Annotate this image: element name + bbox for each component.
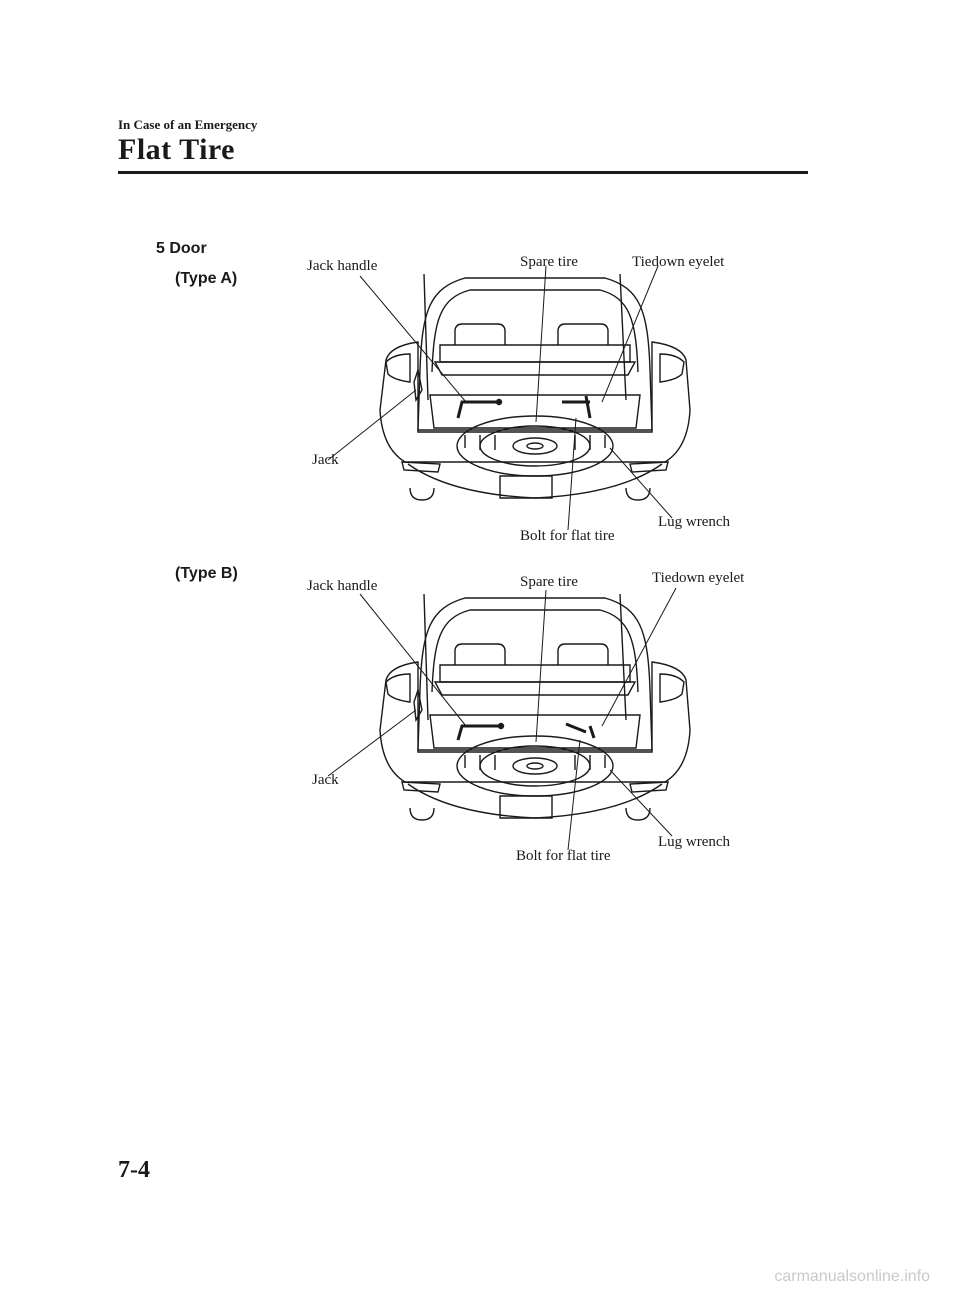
jack-shape	[413, 687, 423, 723]
bumper	[407, 783, 663, 819]
hatch-strut-left	[423, 273, 429, 401]
seat-back	[439, 344, 631, 363]
callout-bolt-for-flat-tire: Bolt for flat tire	[516, 848, 611, 864]
tail-light-right	[659, 353, 685, 383]
callout-jack-handle: Jack handle	[307, 578, 378, 594]
callout-jack: Jack	[312, 772, 339, 788]
cargo-floor	[429, 394, 641, 429]
cargo-cover	[433, 361, 637, 376]
hatchback-cargo-illustration-b	[327, 587, 691, 851]
type-b-label: (Type B)	[175, 565, 238, 582]
rear-seat-left	[454, 643, 506, 665]
license-plate	[499, 475, 553, 499]
hatch-inner	[431, 609, 639, 693]
page-title: Flat Tire	[118, 133, 235, 166]
rear-seat-left	[454, 323, 506, 345]
reflector-left	[401, 461, 441, 473]
callout-jack-handle: Jack handle	[307, 258, 378, 274]
tail-light-left	[385, 353, 411, 383]
jack-handle-shape	[456, 724, 500, 741]
body-outline	[379, 661, 691, 783]
hatch-strut-right	[619, 593, 627, 721]
cargo-cover	[433, 681, 637, 696]
body-outline	[379, 341, 691, 463]
hatch-strut-left	[423, 593, 429, 721]
spare-tire-center	[526, 442, 544, 450]
tail-light-left	[385, 673, 411, 703]
spare-tire-center	[526, 762, 544, 770]
hatch-outline	[417, 597, 653, 751]
page-number: 7-4	[118, 1157, 150, 1183]
callout-tiedown-eyelet: Tiedown eyelet	[632, 254, 725, 270]
callout-lug-wrench: Lug wrench	[658, 514, 731, 530]
reflector-right	[629, 461, 669, 473]
seat-back	[439, 664, 631, 683]
model-label: 5 Door	[156, 240, 207, 257]
cargo-floor	[429, 714, 641, 749]
license-plate	[499, 795, 553, 819]
hatch-strut-right	[619, 273, 627, 401]
bumper	[407, 463, 663, 499]
wheel-left	[409, 807, 435, 821]
section-label: In Case of an Emergency	[118, 117, 258, 132]
spare-tire-hub	[512, 437, 558, 455]
callout-spare-tire: Spare tire	[520, 574, 578, 590]
hatchback-cargo-illustration-a	[327, 265, 691, 531]
wheel-left	[409, 487, 435, 501]
hatch-outline	[417, 277, 653, 431]
callout-tiedown-eyelet: Tiedown eyelet	[652, 570, 745, 586]
jack-handle-shape	[456, 400, 498, 419]
callout-lug-wrench: Lug wrench	[658, 834, 731, 850]
tail-light-right	[659, 673, 685, 703]
jack-shape	[413, 367, 423, 403]
spare-tire-hub	[512, 757, 558, 775]
reflector-left	[401, 781, 441, 793]
rear-seat-right	[557, 643, 609, 665]
callout-jack: Jack	[312, 452, 339, 468]
bolt-shape	[584, 395, 592, 419]
title-rule	[118, 171, 808, 174]
figure-type-a: Jack handle Spare tire Tiedown eyelet Ja…	[290, 250, 770, 550]
hatch-inner	[431, 289, 639, 373]
rear-seat-right	[557, 323, 609, 345]
watermark: carmanualsonline.info	[774, 1268, 930, 1285]
bolt-shape	[588, 725, 596, 739]
reflector-right	[629, 781, 669, 793]
lug-wrench-shape	[565, 722, 587, 734]
callout-spare-tire: Spare tire	[520, 254, 578, 270]
figure-type-b: Jack handle Spare tire Tiedown eyelet Ja…	[290, 570, 770, 870]
wheel-right	[625, 807, 651, 821]
type-a-label: (Type A)	[175, 270, 238, 287]
callout-bolt-for-flat-tire: Bolt for flat tire	[520, 528, 615, 544]
wheel-right	[625, 487, 651, 501]
